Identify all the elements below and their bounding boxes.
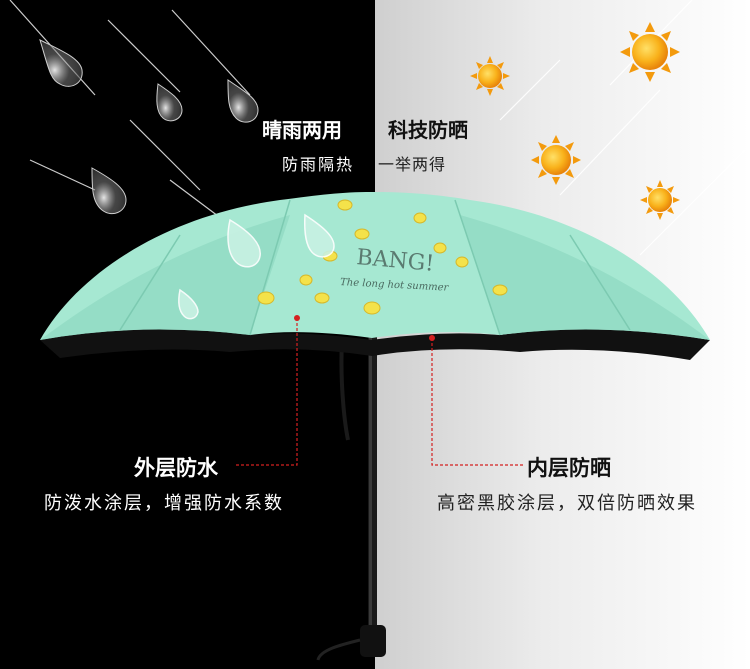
suns: [470, 22, 680, 301]
sun-ray: [639, 149, 746, 256]
sun: [470, 56, 510, 96]
subline-right: 一举两得: [378, 155, 447, 174]
rain-streak: [129, 119, 201, 191]
raindrop: [156, 83, 183, 122]
raindrop: [227, 218, 261, 268]
sun: [531, 135, 581, 185]
inner-callout-dot: [429, 335, 435, 341]
rain-streaks: [9, 0, 251, 241]
raindrop: [91, 167, 127, 215]
headline-left: 晴雨两用: [262, 118, 342, 142]
canopy-underside: [40, 328, 710, 360]
raindrop: [227, 79, 259, 123]
inner-layer-description: 高密黑胶涂层，双倍防晒效果: [437, 493, 697, 514]
umbrella-handle: [316, 625, 386, 661]
outer-callout: [236, 318, 298, 466]
inner-callout: [431, 338, 524, 466]
rain-streak: [171, 9, 251, 96]
headline-right: 科技防晒: [388, 118, 468, 142]
umbrella-shaft: [339, 330, 377, 630]
sun-ray: [559, 89, 661, 196]
outer-callout-dot: [294, 315, 300, 321]
inner-layer-title: 内层防晒: [527, 456, 611, 480]
outer-layer-title: 外层防水: [134, 456, 218, 480]
raindrop: [178, 288, 199, 320]
sun: [640, 180, 680, 220]
raindrop: [39, 39, 83, 87]
raindrop: [304, 213, 335, 258]
raindrops: [39, 39, 259, 215]
sun: [620, 22, 680, 82]
rain-streak: [29, 159, 96, 191]
outer-layer-description: 防泼水涂层，增强防水系数: [44, 493, 284, 514]
rain-streak: [107, 19, 181, 93]
sun-ray: [499, 59, 561, 121]
lemon-prints: [257, 199, 508, 315]
subline-left: 防雨隔热: [282, 155, 355, 174]
canopy-droplets: [178, 213, 335, 320]
